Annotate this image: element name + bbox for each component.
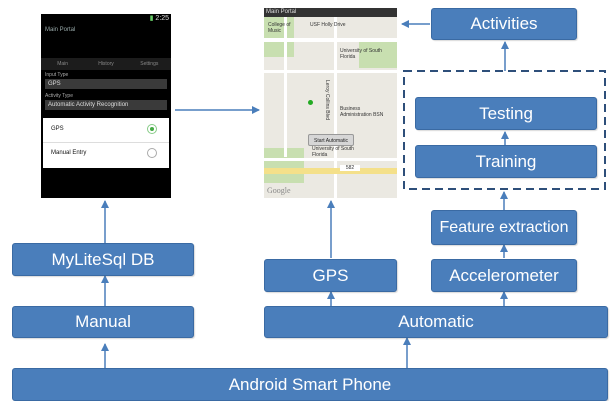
phone-tab-main: Main xyxy=(57,61,69,67)
phone-options-dialog: GPS Manual Entry xyxy=(43,118,169,168)
node-accelerometer: Accelerometer xyxy=(431,259,577,292)
map-road xyxy=(284,17,287,157)
phone-input-type-field: GPS xyxy=(45,79,167,89)
divider xyxy=(43,142,169,143)
phone-tab-settings: Settings xyxy=(140,61,159,67)
map-screenshot: Main Portal College of Music USF Holly D… xyxy=(264,8,397,198)
phone-option-gps: GPS xyxy=(51,126,64,132)
phone-input-type-label: Input Type xyxy=(45,72,69,78)
phone-option-manual-entry: Manual Entry xyxy=(51,150,87,156)
status-time: 2:25 xyxy=(155,15,170,22)
node-android-smart-phone: Android Smart Phone xyxy=(12,368,608,401)
phone-tabs: Main History Settings xyxy=(41,58,171,70)
node-automatic: Automatic xyxy=(264,306,608,338)
highway-road xyxy=(264,168,397,174)
phone-app-title: Main Portal xyxy=(45,27,76,33)
map-label-leroy-collins: Leroy Collins Blvd xyxy=(324,80,330,121)
node-testing: Testing xyxy=(415,97,597,130)
phone-screenshot: ▮ 2:25 Main Portal Main History Settings… xyxy=(41,14,171,198)
phone-tab-history: History xyxy=(98,61,114,67)
map-label-college-of-music: College of Music xyxy=(268,22,291,34)
map-route-shield: 582 xyxy=(340,165,360,171)
map-start-automatic-button: Start Automatic xyxy=(308,134,354,146)
map-road xyxy=(334,17,337,198)
radio-unselected-icon xyxy=(147,148,157,158)
location-pin-icon xyxy=(308,100,313,105)
map-app-title: Main Portal xyxy=(264,8,397,17)
node-activities: Activities xyxy=(431,8,577,40)
map-road xyxy=(264,158,397,161)
phone-activity-type-field: Automatic Activity Recognition xyxy=(45,100,167,110)
battery-icon: ▮ xyxy=(149,15,154,22)
node-manual: Manual xyxy=(12,306,194,338)
map-label-usf-holly-drive: USF Holly Drive xyxy=(310,22,346,28)
map-label-business-admin: Business Administration BSN xyxy=(340,106,384,118)
node-mylitesql-db: MyLiteSql DB xyxy=(12,243,194,276)
google-logo: Google xyxy=(267,186,291,195)
node-feature-extraction: Feature extraction xyxy=(431,210,577,245)
phone-activity-type-label: Activity Type xyxy=(45,93,73,99)
map-label-usf-bottom: University of South Florida xyxy=(312,146,354,158)
map-label-usf-top: University of South Florida xyxy=(340,48,382,60)
park-area xyxy=(264,17,294,57)
node-gps: GPS xyxy=(264,259,397,292)
map-road xyxy=(264,38,397,42)
classifier-group-border xyxy=(403,70,606,190)
phone-status-bar: ▮ 2:25 xyxy=(41,14,171,26)
radio-selected-icon xyxy=(147,124,157,134)
park-area xyxy=(359,38,397,68)
node-training: Training xyxy=(415,145,597,178)
map-road xyxy=(264,70,397,73)
